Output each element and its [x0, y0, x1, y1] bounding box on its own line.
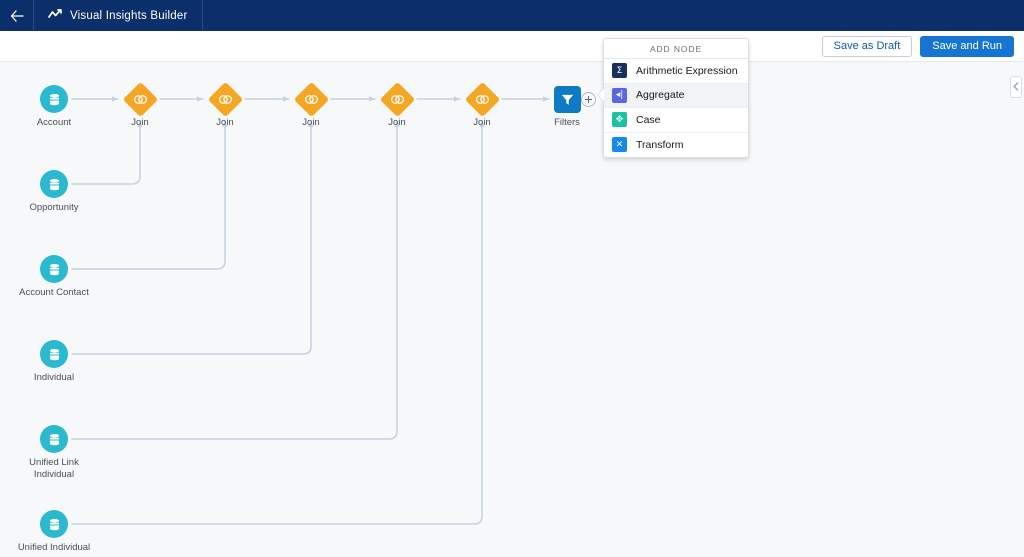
menu-caret [598, 89, 604, 101]
transform-icon: ✕ [612, 137, 627, 153]
join-node[interactable]: Join [207, 81, 243, 128]
join-node-label: Join [131, 116, 149, 128]
join-icon[interactable] [122, 81, 158, 117]
menu-item-transform[interactable]: ✕ Transform [604, 133, 748, 158]
arrow-left-icon [10, 9, 24, 22]
funnel-icon[interactable] [553, 85, 581, 113]
aggregate-icon: ◂| [612, 87, 627, 103]
source-node-label: Individual [33, 372, 75, 383]
join-node[interactable]: Join [122, 81, 158, 128]
database-icon[interactable] [40, 85, 68, 113]
right-panel-toggle[interactable] [1010, 76, 1022, 98]
menu-item-label: Transform [636, 138, 684, 151]
menu-item-arithmetic-expression[interactable]: Σ Arithmetic Expression [604, 59, 748, 84]
join-glyph [132, 94, 149, 105]
join-glyph [474, 94, 491, 105]
source-node-label: Unified Link Individual [29, 457, 79, 480]
join-icon[interactable] [379, 81, 415, 117]
add-node-menu[interactable]: ADD NODE Σ Arithmetic Expression ◂| Aggrega… [598, 38, 749, 158]
save-and-run-button[interactable]: Save and Run [920, 35, 1014, 57]
case-icon: ✥ [612, 112, 627, 128]
database-icon[interactable] [40, 255, 68, 283]
sigma-icon: Σ [612, 63, 627, 79]
save-as-draft-button[interactable]: Save as Draft [821, 35, 913, 57]
add-node-menu-items: Σ Arithmetic Expression ◂| Aggregate ✥ Case ✕ T… [604, 59, 748, 157]
join-icon[interactable] [293, 81, 329, 117]
source-node[interactable]: Opportunity [29, 170, 79, 213]
join-icon[interactable] [207, 81, 243, 117]
header-divider-right [201, 0, 203, 31]
source-node-label: Unified Individual [17, 542, 91, 553]
source-node-label: Account [36, 117, 72, 128]
header-divider-left [33, 0, 34, 31]
menu-item-label: Aggregate [636, 89, 685, 102]
source-node[interactable]: Account [37, 85, 71, 128]
source-node[interactable]: Individual [34, 340, 74, 383]
join-glyph [303, 94, 320, 105]
app-identity: Visual Insights Builder [34, 0, 202, 31]
app-header: Visual Insights Builder [0, 0, 1024, 31]
edge-connectors [71, 96, 550, 525]
analytics-zigzag-icon [48, 7, 62, 25]
database-icon[interactable] [40, 425, 68, 453]
back-button[interactable] [0, 0, 33, 31]
join-glyph [389, 94, 406, 105]
join-node[interactable]: Join [379, 81, 415, 128]
join-icon[interactable] [464, 81, 500, 117]
menu-item-case[interactable]: ✥ Case [604, 108, 748, 133]
join-glyph [217, 94, 234, 105]
database-icon[interactable] [40, 340, 68, 368]
app-title: Visual Insights Builder [70, 9, 188, 22]
source-node-label: Opportunity [29, 202, 79, 213]
join-node-label: Join [302, 116, 320, 128]
menu-item-aggregate[interactable]: ◂| Aggregate [604, 83, 748, 108]
menu-item-label: Arithmetic Expression [636, 64, 738, 77]
add-node-menu-title: ADD NODE [604, 39, 748, 59]
source-node[interactable]: Unified Individual [18, 510, 90, 553]
add-node-button[interactable] [580, 91, 596, 107]
join-node[interactable]: Join [464, 81, 500, 128]
join-node-label: Join [388, 116, 406, 128]
filter-node[interactable]: Filters [553, 85, 581, 128]
join-node-label: Join [473, 116, 491, 128]
join-node-label: Join [216, 116, 234, 128]
database-icon[interactable] [40, 510, 68, 538]
join-node[interactable]: Join [293, 81, 329, 128]
action-toolbar: Save as Draft Save and Run [0, 31, 1024, 62]
chevron-left-icon [1013, 78, 1019, 96]
database-icon[interactable] [40, 170, 68, 198]
menu-item-label: Case [636, 113, 661, 126]
source-node[interactable]: Account Contact [19, 255, 89, 298]
filter-node-label: Filters [554, 116, 580, 128]
source-node[interactable]: Unified Link Individual [29, 425, 79, 480]
source-node-label: Account Contact [19, 287, 89, 298]
